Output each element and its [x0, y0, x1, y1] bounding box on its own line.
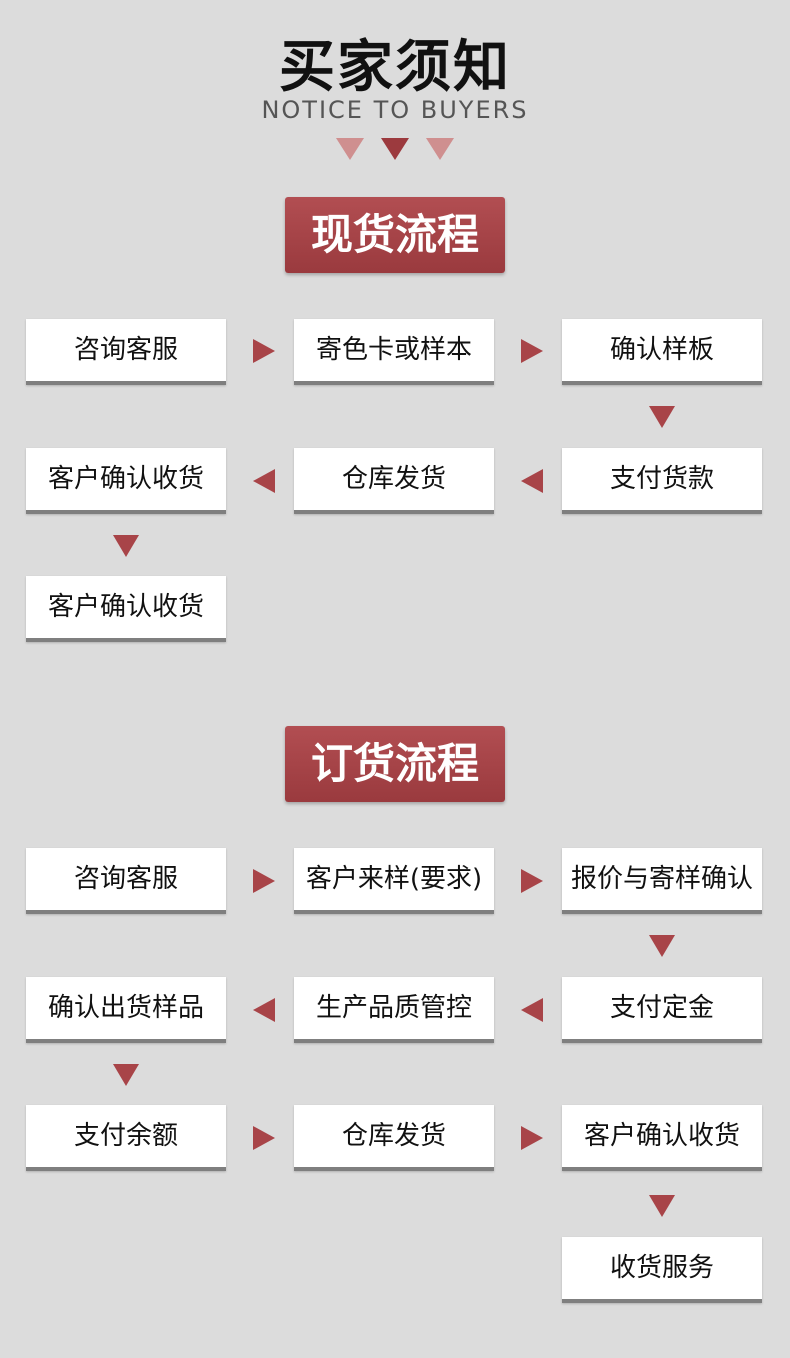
page-title: 买家须知	[279, 35, 511, 100]
triangle-down-icon	[335, 138, 364, 160]
arrow-down-icon	[649, 1195, 675, 1217]
arrow-right-icon	[521, 1126, 543, 1150]
triangle-down-icon	[426, 138, 455, 160]
arrow-down-icon	[649, 935, 675, 957]
order-step-client-sample: 客户来样(要求)	[294, 848, 494, 914]
order-step-after-service: 收货服务	[562, 1237, 762, 1303]
arrow-left-icon	[521, 469, 543, 493]
arrow-right-icon	[521, 339, 543, 363]
spot-step-consult: 咨询客服	[26, 319, 226, 385]
arrow-down-icon	[649, 406, 675, 428]
order-step-quote: 报价与寄样确认	[562, 848, 762, 914]
order-flow-label: 订货流程	[285, 726, 505, 802]
spot-step-receive: 客户确认收货	[26, 448, 226, 514]
spot-flow-label: 现货流程	[285, 197, 505, 273]
spot-step-receive-final: 客户确认收货	[26, 576, 226, 642]
triangle-down-icon	[381, 138, 409, 160]
order-step-receive: 客户确认收货	[562, 1105, 762, 1171]
order-step-consult: 咨询客服	[26, 848, 226, 914]
spot-step-ship: 仓库发货	[294, 448, 494, 514]
arrow-right-icon	[253, 339, 275, 363]
order-step-production-qc: 生产品质管控	[294, 977, 494, 1043]
decorative-arrows	[0, 138, 790, 164]
order-step-ship: 仓库发货	[294, 1105, 494, 1171]
order-step-balance: 支付余额	[26, 1105, 226, 1171]
arrow-down-icon	[113, 535, 139, 557]
spot-step-confirm-sample: 确认样板	[562, 319, 762, 385]
page-subtitle: NOTICE TO BUYERS	[261, 96, 529, 124]
arrow-right-icon	[253, 869, 275, 893]
arrow-down-icon	[113, 1064, 139, 1086]
arrow-left-icon	[521, 998, 543, 1022]
arrow-right-icon	[253, 1126, 275, 1150]
spot-step-pay: 支付货款	[562, 448, 762, 514]
order-step-deposit: 支付定金	[562, 977, 762, 1043]
spot-step-send-sample: 寄色卡或样本	[294, 319, 494, 385]
arrow-left-icon	[253, 469, 275, 493]
arrow-left-icon	[253, 998, 275, 1022]
order-step-confirm-shipment: 确认出货样品	[26, 977, 226, 1043]
arrow-right-icon	[521, 869, 543, 893]
